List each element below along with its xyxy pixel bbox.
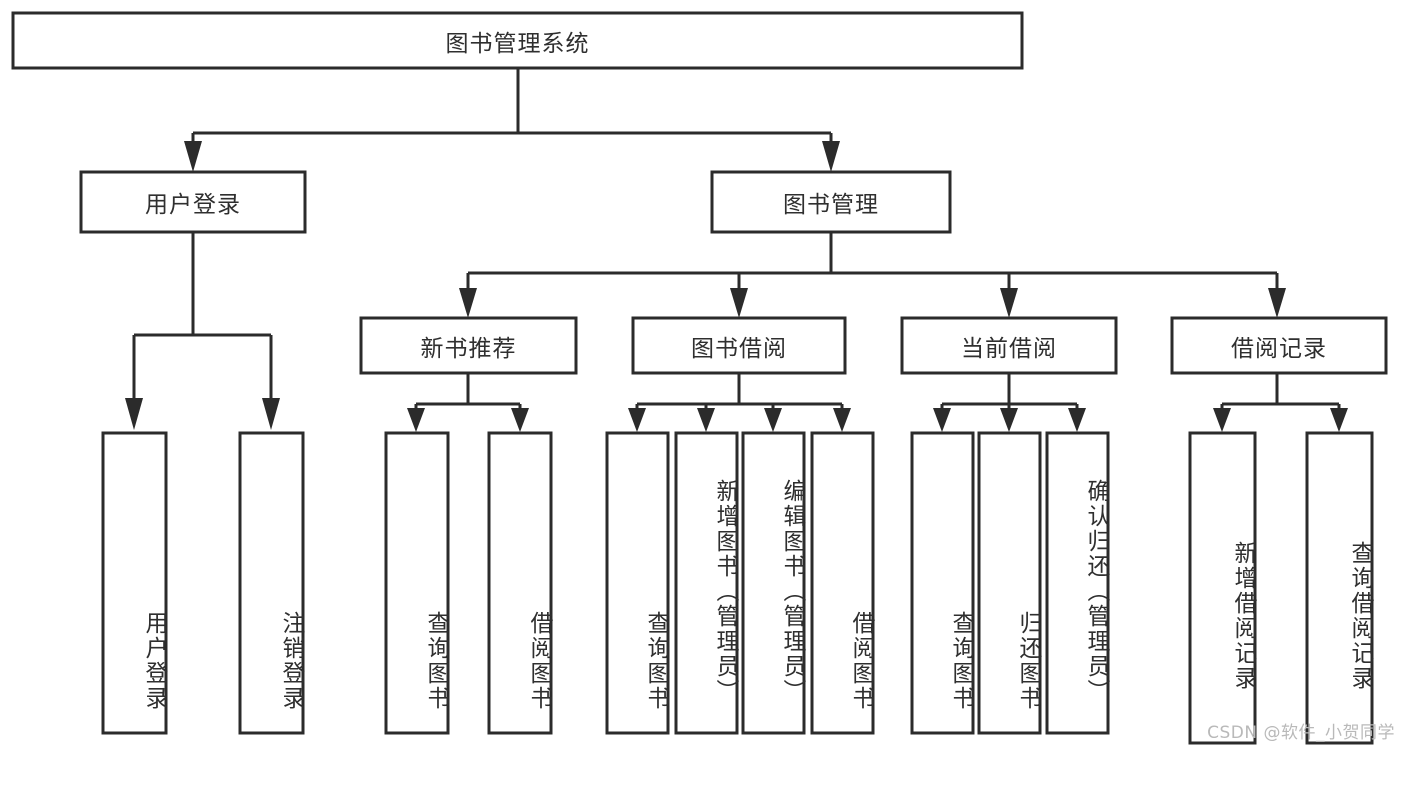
arrow-head-leaf-edit-book [764,408,782,432]
arrow-head-userlogin [184,141,202,172]
node-box-current-borrow[interactable] [900,316,1118,375]
arrow-head-bookmanage [822,141,840,172]
connector-group-user-login [125,232,280,430]
arrow-head-leaf-query-record [1330,408,1348,432]
node-box-leaf-query-record[interactable] [1305,431,1374,745]
arrow-head-book-borrow [730,288,748,318]
node-box-leaf-add-record[interactable] [1188,431,1257,745]
node-box-leaf-user-login[interactable] [101,431,168,735]
node-box-borrow-record[interactable] [1170,316,1388,375]
arrow-head-leaf-query-book-a [407,408,425,432]
arrow-head-leaf-return-book [1000,408,1018,432]
arrow-head-leaf-add-record [1213,408,1231,432]
node-box-leaf-borrow-book-a[interactable] [487,431,553,735]
node-box-new-book-rec[interactable] [359,316,578,375]
node-box-leaf-return-book[interactable] [977,431,1042,735]
arrow-head-leaf-confirm-return [1068,408,1086,432]
node-box-leaf-query-book-a[interactable] [384,431,450,735]
node-box-book-manage[interactable] [710,170,952,234]
arrow-head-borrow-record [1268,288,1286,318]
flowchart-canvas [11,11,1388,745]
connector-group-root [184,68,840,172]
node-box-leaf-add-book[interactable] [674,431,739,735]
node-box-root[interactable] [11,11,1024,70]
arrow-head-leaf-query-book-b [628,408,646,432]
arrow-head-leaf-query-book-c [933,408,951,432]
connector-group-new-book-rec [407,373,529,432]
connector-group-borrow-record [1213,373,1348,432]
node-box-leaf-confirm-return[interactable] [1045,431,1110,735]
node-box-book-borrow[interactable] [631,316,847,375]
arrow-head-leaf-borrow-book-b [833,408,851,432]
arrow-head-leaf-user-login [125,398,143,430]
arrow-head-leaf-borrow-book-a [511,408,529,432]
node-box-user-login[interactable] [79,170,307,234]
connector-group-book-manage [459,232,1286,318]
connector-group-book-borrow [628,373,851,432]
node-box-leaf-query-book-c[interactable] [910,431,975,735]
node-box-leaf-edit-book[interactable] [741,431,806,735]
node-box-leaf-query-book-b[interactable] [605,431,670,735]
node-box-leaf-logout[interactable] [238,431,305,735]
flowchart-diagram: 图书管理系统 用户登录 图书管理 新书推荐 图书借阅 当前借阅 借阅记录 用户登… [11,11,1395,745]
arrow-head-leaf-logout [262,398,280,430]
arrow-head-new-book-rec [459,288,477,318]
node-box-leaf-borrow-book-b[interactable] [810,431,875,735]
arrow-head-leaf-add-book [697,408,715,432]
arrow-head-current-borrow [1000,288,1018,318]
connector-group-current-borrow [933,373,1086,432]
